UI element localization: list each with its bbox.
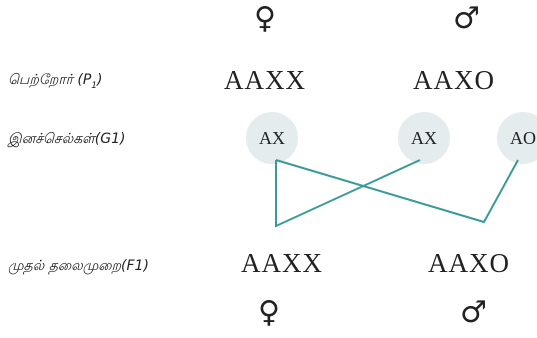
parent-male-genotype: AAXO	[413, 65, 495, 95]
male-symbol-bottom: ♂	[460, 295, 487, 330]
offspring-male-genotype: AAXO	[428, 248, 510, 278]
cross-line-female-gamete	[275, 159, 519, 224]
female-symbol-top: ♀	[254, 1, 276, 36]
gamete-circle-female: AX	[246, 112, 298, 164]
parents-label-subscript: 1	[91, 80, 98, 91]
gamete-circle-male-o: AO	[497, 112, 537, 164]
female-symbol-bottom: ♀	[258, 295, 280, 330]
f1-row-label: முதல் தலைமுறை(F1)	[8, 258, 149, 274]
gamete-label: AX	[411, 127, 437, 148]
gamete-circle-male-x: AX	[398, 112, 450, 164]
parents-label-close: )	[97, 72, 103, 88]
parent-female-genotype: AAXX	[224, 65, 306, 95]
offspring-female-genotype: AAXX	[241, 248, 323, 278]
parents-label-text: பெற்றோர் (P	[8, 72, 92, 88]
cross-line-male-gamete	[275, 159, 421, 228]
male-symbol-top: ♂	[453, 1, 480, 36]
gamete-label: AO	[510, 127, 536, 148]
parents-row-label: பெற்றோர் (P1)	[8, 72, 103, 94]
gametes-row-label: இனச்செல்கள்(G1)	[8, 131, 126, 147]
gamete-label: AX	[259, 127, 285, 148]
